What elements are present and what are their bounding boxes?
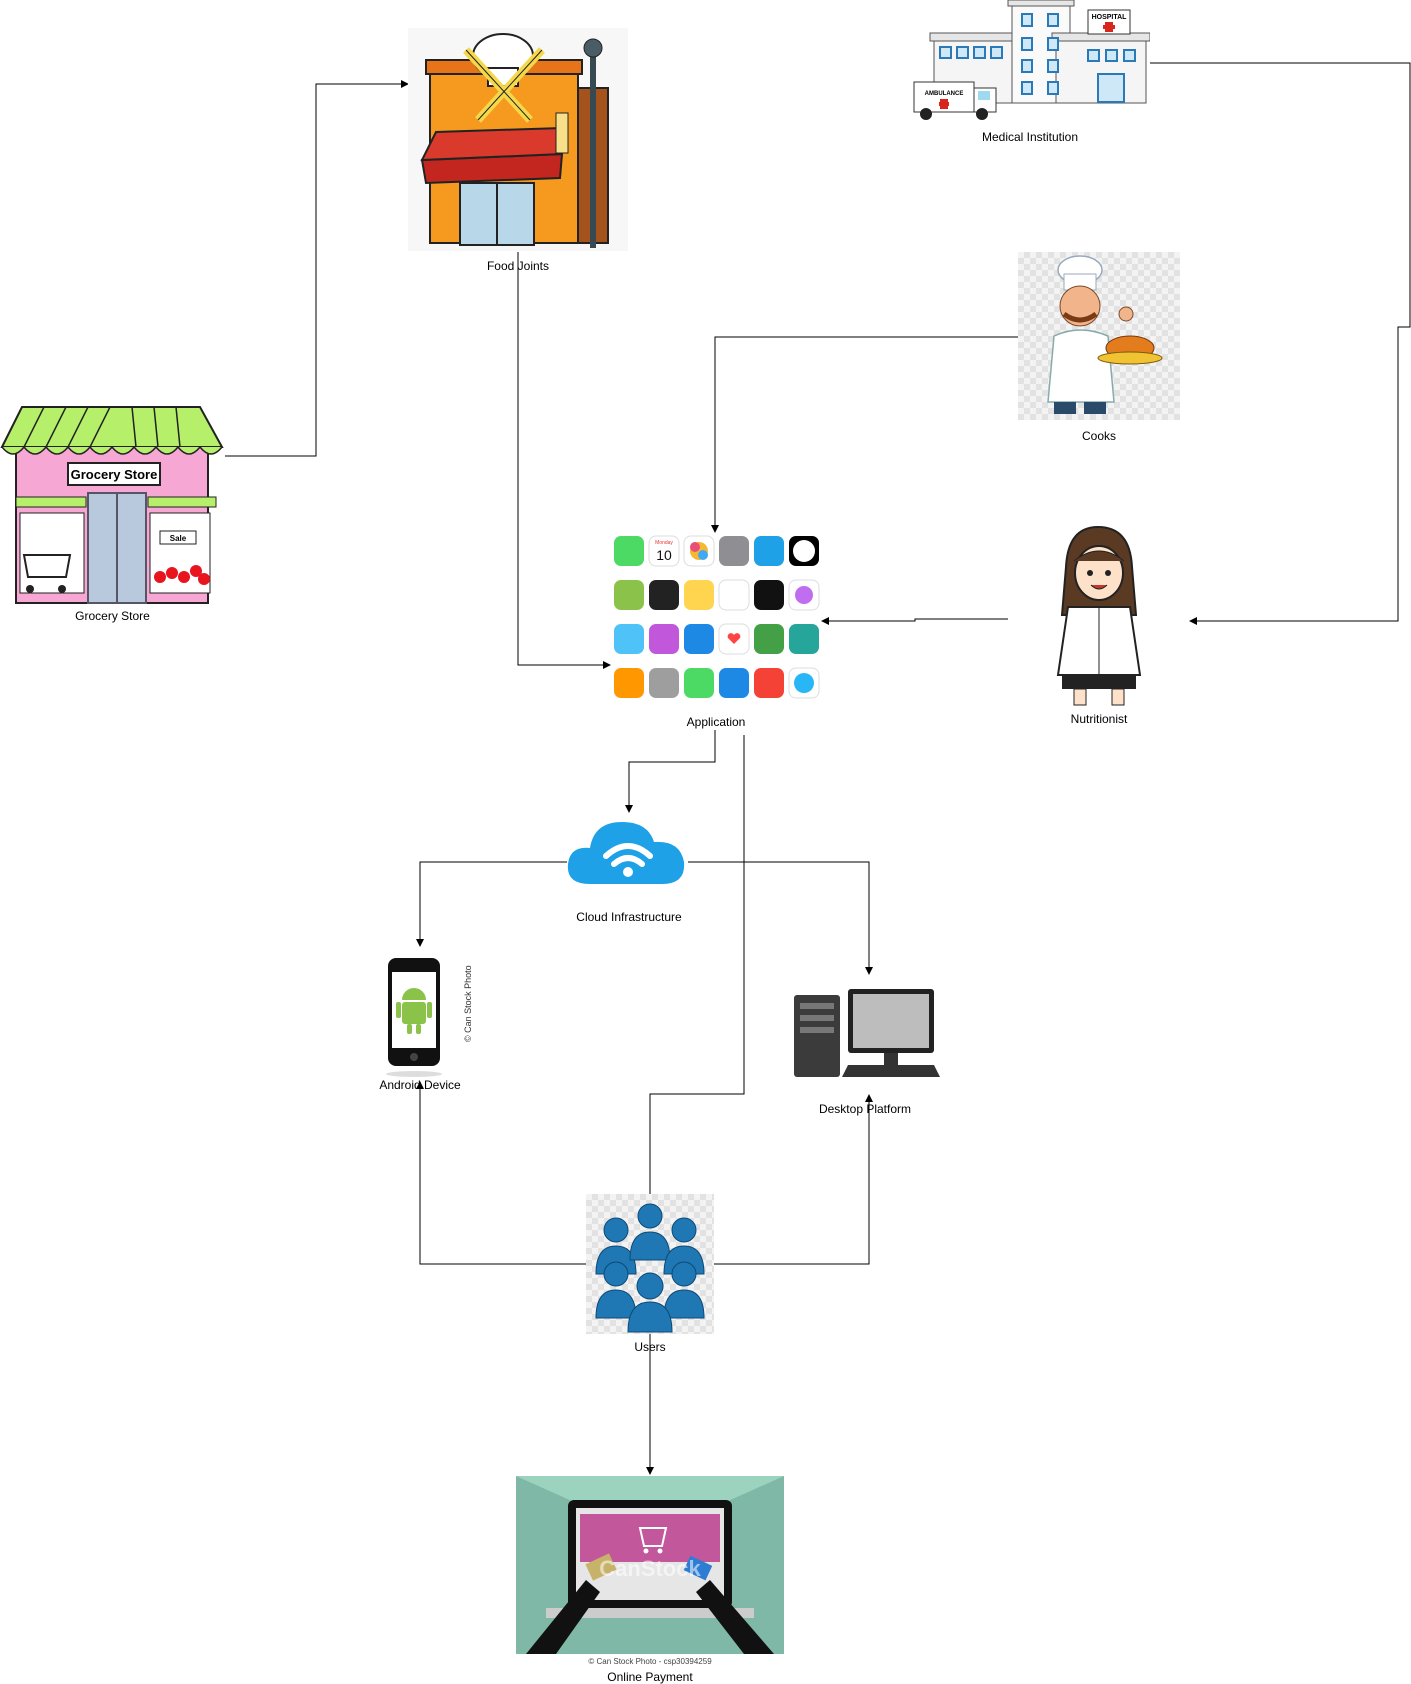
ambulance-sign-text: AMBULANCE	[925, 91, 964, 97]
grocery-sign-text: Grocery Store	[71, 467, 158, 482]
edge-cloud-to-android	[416, 861, 567, 947]
nutritionist-icon	[1056, 525, 1142, 706]
cloud-infrastructure-label: Cloud Infrastructure	[576, 910, 682, 924]
food-joints-label: Food Joints	[486, 259, 550, 273]
restaurant-icon	[420, 33, 609, 248]
payment-watermark-text: CanStock	[599, 1556, 701, 1581]
edge-cooks-to-app	[711, 336, 1018, 533]
cooks-label: Cooks	[1081, 429, 1116, 443]
cooks-node[interactable]: Cooks	[1018, 252, 1180, 447]
food-joints-node[interactable]: Food Joints	[408, 28, 628, 273]
chef-icon	[1047, 255, 1163, 414]
desktop-computer-icon	[794, 989, 940, 1077]
medical-institution-node[interactable]: HOSPITAL AMBULANCE Medical Institution	[910, 0, 1151, 144]
users-image	[586, 1194, 714, 1334]
cooks-image	[1018, 252, 1180, 420]
app-grid-icon: Monday 10	[614, 535, 820, 699]
medical-institution-label: Medical Institution	[981, 130, 1079, 144]
online-payment-label: Online Payment	[607, 1670, 693, 1684]
nutritionist-label: Nutritionist	[1070, 712, 1128, 726]
users-group-icon	[595, 1203, 705, 1333]
edge-grocery-to-food	[225, 80, 409, 457]
food-joints-image	[408, 28, 628, 251]
online-payment-node[interactable]: CanStock © Can Stock Photo - csp30394259…	[516, 1476, 784, 1684]
grocery-store-icon: Grocery Store Sale	[0, 406, 224, 604]
edge-app-to-cloud	[625, 730, 716, 813]
android-watermark-text: © Can Stock Photo	[463, 965, 473, 1042]
payment-laptop-icon: CanStock	[516, 1476, 784, 1654]
hospital-icon: HOSPITAL AMBULANCE	[913, 0, 1151, 120]
application-node[interactable]: Monday 10 Applicatio	[610, 532, 822, 732]
cloud-infrastructure-node[interactable]: Cloud Infrastructure	[562, 812, 696, 932]
android-device-label: Android Device	[379, 1078, 461, 1092]
sale-sign-text: Sale	[170, 534, 187, 543]
users-node[interactable]: Users	[586, 1194, 714, 1354]
android-device-node[interactable]: © Can Stock Photo Android Device	[360, 950, 485, 1100]
edge-nutritionist-to-app	[821, 617, 1008, 625]
desktop-platform-label: Desktop Platform	[818, 1102, 912, 1116]
grocery-store-label: Grocery Store	[75, 609, 150, 623]
edge-medical-to-nutritionist	[1150, 62, 1411, 625]
payment-credit-text: © Can Stock Photo - csp30394259	[588, 1657, 712, 1666]
edge-food-to-app	[517, 252, 611, 669]
edge-users-to-desktop	[714, 1094, 873, 1265]
edge-users-to-android	[416, 1081, 590, 1265]
calendar-day-text: Monday	[655, 540, 673, 546]
grocery-store-node[interactable]: Grocery Store Sale Grocery Store	[0, 405, 225, 625]
desktop-platform-node[interactable]: Desktop Platform	[790, 985, 940, 1116]
users-label: Users	[634, 1340, 666, 1354]
online-payment-image: CanStock	[516, 1476, 784, 1654]
cloud-wifi-icon	[567, 822, 685, 884]
hospital-sign-text: HOSPITAL	[1092, 14, 1128, 21]
edge-cloud-to-desktop	[688, 861, 873, 975]
android-phone-icon: © Can Stock Photo	[386, 958, 473, 1077]
calendar-date-text: 10	[656, 547, 672, 563]
nutritionist-node[interactable]: Nutritionist	[1008, 525, 1190, 735]
application-label: Application	[686, 715, 746, 729]
